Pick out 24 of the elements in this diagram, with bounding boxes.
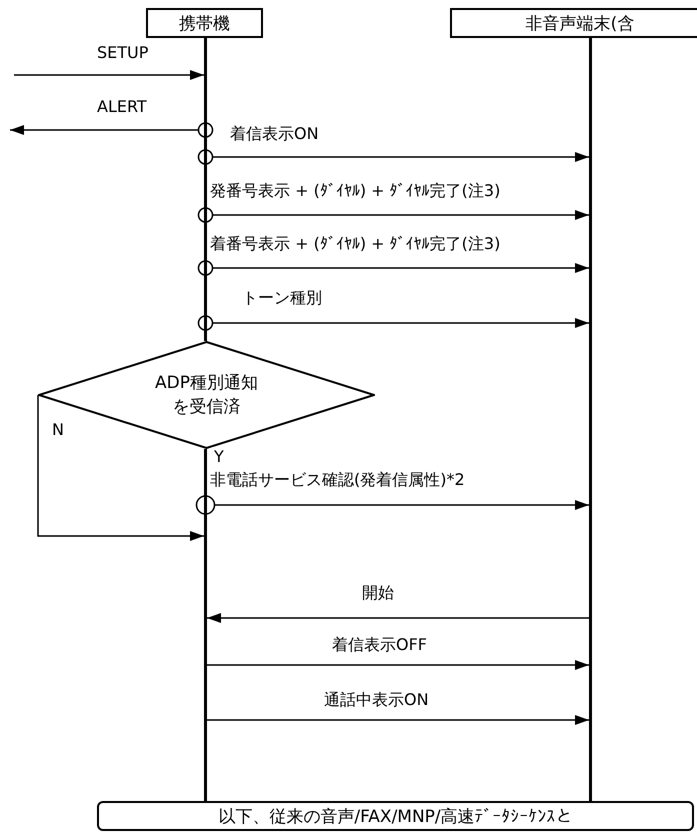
arrow [10,122,214,138]
node-text: 非音声端末(含 [526,12,634,34]
arrow [196,495,589,515]
participant-box [146,8,263,38]
note-box [97,801,694,831]
arrow [207,613,589,623]
arrow [37,395,204,541]
node-text: ADP種別通知を受信済 [154,372,259,419]
node-text: 以下、従来の音声/FAX/MNP/高速ﾃﾞｰﾀｼｰｹﾝｽと [218,806,573,828]
arrow [207,715,589,725]
lifeline [204,38,207,341]
participant-box [450,8,697,38]
arrow [198,207,589,223]
decision-diamond [38,341,375,449]
message-label: 着信表示OFF [330,635,429,655]
message-label: 開始 [360,583,396,603]
arrow [207,660,589,670]
arrow [198,315,589,331]
node-text: 携帯機 [179,12,230,34]
arrow [14,70,204,80]
lifeline [204,449,207,801]
arrow [198,149,589,165]
lifeline [589,38,592,801]
arrow [198,260,589,276]
